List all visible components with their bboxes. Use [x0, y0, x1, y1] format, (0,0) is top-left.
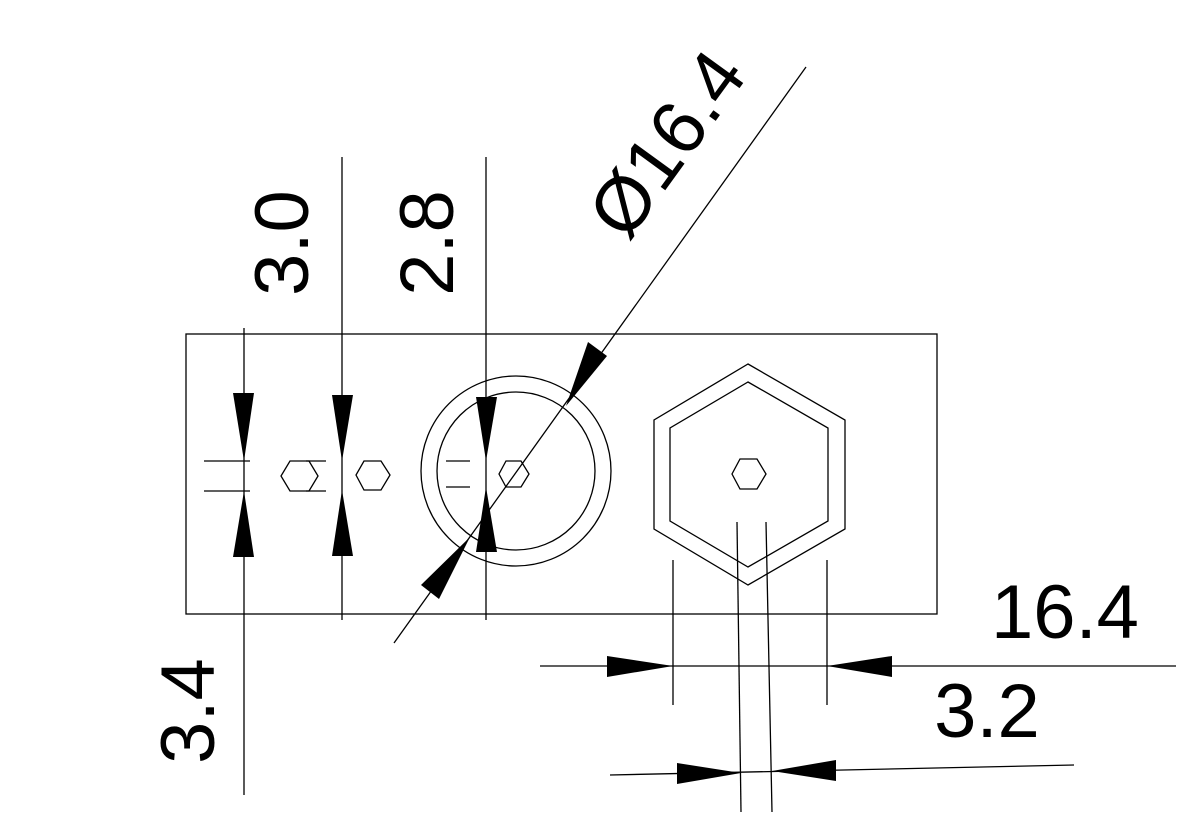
dimension-label-2-8: 2.8	[385, 190, 470, 296]
dimension-2-8	[476, 157, 497, 620]
dimension-label-3-0: 3.0	[240, 190, 325, 296]
dimension-label-3-4: 3.4	[146, 658, 231, 764]
dimension-16-4	[540, 560, 1176, 705]
dimension-3-4	[233, 328, 254, 795]
dimension-label-16-4: 16.4	[991, 570, 1139, 655]
slot-feature-left	[204, 460, 250, 492]
inner-circle	[436, 391, 596, 551]
hexagon-small-3	[498, 460, 530, 488]
hexagon-small-2	[355, 460, 391, 491]
outer-hexagon	[653, 363, 846, 586]
hexagon-small-center	[731, 458, 767, 490]
outer-circle	[420, 375, 612, 567]
dimension-3-2	[609, 521, 1075, 813]
inner-hexagon	[669, 381, 829, 568]
hexagon-small-1	[280, 460, 319, 492]
dimension-label-3-2: 3.2	[934, 669, 1040, 754]
slot-feature-circle	[446, 460, 470, 488]
dimension-diameter	[393, 66, 807, 644]
slot-feature-mid	[306, 460, 326, 492]
part-outline	[185, 333, 938, 615]
dimension-label-diameter: Ø16.4	[572, 35, 762, 252]
dimension-3-0	[332, 157, 353, 620]
